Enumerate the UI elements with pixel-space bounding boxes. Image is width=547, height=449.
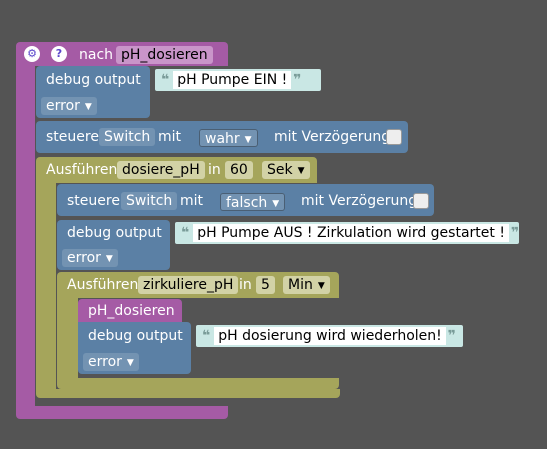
- function-block-footer: [16, 406, 228, 419]
- procedure-call-name: pH_dosieren: [88, 303, 175, 319]
- debug-output-label-2: debug output: [67, 225, 162, 241]
- dropdown-arrow-icon: ▼: [126, 358, 134, 368]
- dropdown-arrow-icon: ▼: [244, 135, 252, 145]
- debug-output-block-1[interactable]: [36, 66, 150, 118]
- control-block-2[interactable]: [57, 184, 434, 216]
- debug-text-value-1[interactable]: pH Pumpe EIN !: [173, 71, 292, 89]
- open-quote-icon: ❝: [161, 72, 170, 88]
- dropdown-arrow-icon: ▼: [105, 254, 113, 264]
- timer-unit-2: Min: [288, 277, 313, 293]
- delay-checkbox-1[interactable]: [386, 129, 402, 145]
- function-block-spine: [16, 64, 35, 410]
- debug-output-block-2[interactable]: [57, 220, 170, 270]
- open-quote-icon: ❝: [181, 225, 190, 241]
- control-with-2: mit: [180, 193, 204, 209]
- dropdown-arrow-icon: ▼: [272, 199, 280, 209]
- timer-block-1-spine: [36, 182, 56, 394]
- control-label-1: steuere: [46, 129, 99, 145]
- timer-amount-2[interactable]: 5: [256, 276, 275, 294]
- help-icon[interactable]: ?: [51, 46, 67, 62]
- timer-name-1[interactable]: dosiere_pH: [117, 161, 205, 179]
- dropdown-arrow-icon: ▼: [317, 281, 325, 291]
- timer-block-2-spine: [57, 297, 78, 381]
- delay-label-2: mit Verzögerung: [301, 193, 418, 209]
- control-value-dropdown-1[interactable]: wahr ▼: [199, 129, 258, 147]
- timer-in-2: in: [239, 277, 252, 293]
- procedure-call-block[interactable]: [78, 299, 182, 322]
- timer-block-2-footer: [57, 378, 339, 389]
- debug-text-2[interactable]: ❝pH Pumpe AUS ! Zirkulation wird gestart…: [175, 222, 519, 244]
- delay-label-1: mit Verzögerung: [274, 129, 391, 145]
- debug-level-dropdown-2[interactable]: error ▼: [62, 249, 118, 267]
- timer-name-2[interactable]: zirkuliere_pH: [138, 276, 239, 294]
- timer-unit-1: Sek: [267, 162, 293, 178]
- dropdown-arrow-icon: ▼: [297, 166, 305, 176]
- close-quote-icon: ❞: [510, 225, 520, 241]
- timer-unit-dropdown-2[interactable]: Min ▼: [283, 276, 330, 294]
- control-value-2: falsch: [226, 195, 268, 211]
- debug-text-1[interactable]: ❝pH Pumpe EIN !❞: [155, 69, 321, 91]
- timer-label-1: Ausführen: [46, 162, 118, 178]
- function-prefix: nach: [79, 47, 114, 63]
- timer-label-2: Ausführen: [67, 277, 139, 293]
- debug-output-block-3[interactable]: [78, 322, 191, 374]
- control-target-2[interactable]: Switch: [121, 192, 178, 210]
- debug-level-value-1: error: [46, 98, 80, 114]
- timer-amount-1[interactable]: 60: [225, 161, 253, 179]
- open-quote-icon: ❝: [202, 328, 211, 344]
- close-quote-icon: ❞: [447, 328, 456, 344]
- control-value-1: wahr: [205, 131, 240, 147]
- debug-output-label-1: debug output: [46, 72, 141, 88]
- control-target-1[interactable]: Switch: [99, 128, 156, 146]
- function-name-field[interactable]: pH_dosieren: [116, 46, 213, 64]
- debug-level-value-2: error: [67, 250, 101, 266]
- debug-text-3[interactable]: ❝pH dosierung wird wiederholen!❞: [196, 325, 463, 347]
- debug-text-value-2[interactable]: pH Pumpe AUS ! Zirkulation wird gestarte…: [193, 224, 509, 242]
- gear-icon[interactable]: ⚙: [24, 46, 40, 62]
- debug-level-value-3: error: [88, 354, 122, 370]
- delay-checkbox-2[interactable]: [413, 193, 429, 209]
- control-value-dropdown-2[interactable]: falsch ▼: [220, 193, 286, 211]
- debug-level-dropdown-1[interactable]: error ▼: [41, 97, 97, 115]
- debug-text-value-3[interactable]: pH dosierung wird wiederholen!: [214, 327, 446, 345]
- timer-in-1: in: [208, 162, 221, 178]
- timer-unit-dropdown-1[interactable]: Sek ▼: [262, 161, 310, 179]
- control-label-2: steuere: [67, 193, 120, 209]
- debug-level-dropdown-3[interactable]: error ▼: [83, 353, 139, 371]
- debug-output-label-3: debug output: [88, 328, 183, 344]
- timer-block-1-footer: [36, 389, 340, 398]
- control-block-1[interactable]: [36, 121, 408, 153]
- close-quote-icon: ❞: [293, 72, 302, 88]
- control-with-1: mit: [158, 129, 182, 145]
- dropdown-arrow-icon: ▼: [84, 102, 92, 112]
